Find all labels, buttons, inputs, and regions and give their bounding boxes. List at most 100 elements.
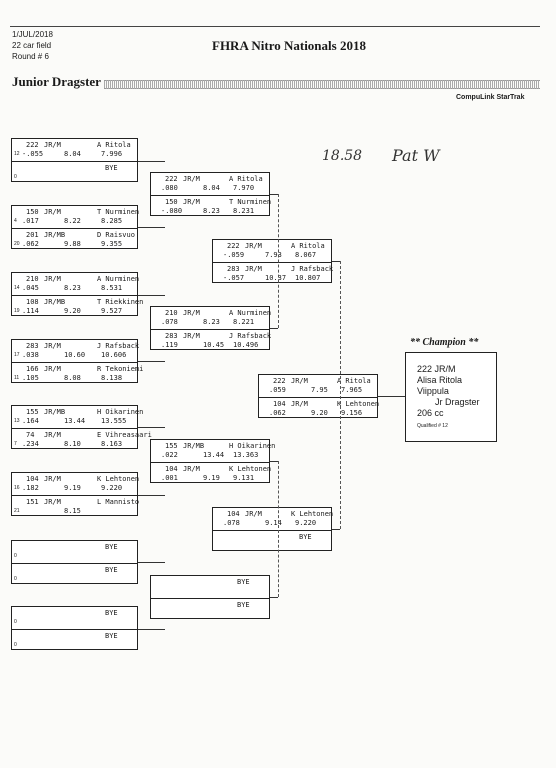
seed-number: 14	[14, 285, 20, 291]
driver-name: J Rafsback	[97, 342, 140, 350]
seed-number: 13	[14, 418, 20, 424]
driver-name: A Ritola	[229, 175, 263, 183]
reaction-time: .062	[269, 409, 286, 417]
handwritten-signature: Pat W	[392, 146, 440, 165]
car-number: 283	[227, 265, 240, 273]
slot-row-times	[151, 587, 269, 596]
car-class: JR/M	[291, 400, 308, 408]
car-class: JR/M	[44, 141, 61, 149]
connector-dash	[340, 261, 341, 529]
speed: 7.965	[341, 386, 363, 394]
speed: 9.355	[101, 240, 123, 248]
connector-dash	[278, 461, 279, 597]
seed-number: 11	[14, 375, 20, 381]
car-class: JR/M	[44, 431, 61, 439]
connector-line	[138, 562, 165, 563]
seed-number: 0	[14, 619, 17, 625]
driver-name: T Nurminen	[229, 198, 272, 206]
car-number: 155	[165, 442, 178, 450]
elapsed-time: 8.22	[64, 217, 81, 225]
slot-row-times	[151, 610, 269, 619]
car-number: 104	[165, 465, 178, 473]
bye-label: BYE	[299, 533, 312, 541]
speed: 13.555	[101, 417, 127, 425]
elapsed-time: 13.44	[64, 417, 86, 425]
elapsed-time: 9.19	[203, 474, 220, 482]
car-number: 201	[26, 231, 39, 239]
champion-driver: Alisa Ritola	[417, 375, 463, 385]
champion-qualified: Qualified # 12	[417, 423, 448, 429]
champion-car: 222 JR/M	[417, 364, 456, 374]
bye-label: BYE	[105, 164, 118, 172]
header-rule	[10, 26, 540, 27]
round-number: Round # 6	[12, 52, 49, 61]
car-number: 104	[273, 400, 286, 408]
slot-row-car: BYE	[151, 578, 269, 587]
seed-number: 12	[14, 151, 20, 157]
bye-label: BYE	[105, 566, 118, 574]
seed-number: 20	[14, 241, 20, 247]
car-class: JR/M	[44, 342, 61, 350]
champion-engine: 206 cc	[417, 408, 444, 418]
speed: 7.996	[101, 150, 123, 158]
connector-line	[378, 396, 405, 397]
driver-name: L Mannisto	[97, 498, 140, 506]
seed-number: 7	[14, 441, 17, 447]
elapsed-time: 8.08	[64, 374, 81, 382]
car-class: JR/M	[44, 275, 61, 283]
driver-name: A Ritola	[337, 377, 371, 385]
car-class: JR/M	[291, 377, 308, 385]
seed-number: 19	[14, 308, 20, 314]
elapsed-time: 9.20	[64, 307, 81, 315]
slot-row-times: 0	[12, 641, 137, 650]
connector-line	[138, 495, 165, 496]
car-number: 222	[165, 175, 178, 183]
car-class: JR/M	[245, 265, 262, 273]
driver-name: K Lehtonen	[337, 400, 380, 408]
connector-dash	[278, 194, 279, 328]
champion-box: 222 JR/M Alisa Ritola Viippula Jr Dragst…	[405, 352, 497, 442]
car-number: 151	[26, 498, 39, 506]
car-class: JR/M	[183, 332, 200, 340]
reaction-time: .078	[223, 519, 240, 527]
driver-name: H Oikarinen	[97, 408, 144, 416]
elapsed-time: 8.23	[203, 318, 220, 326]
seed-number: 16	[14, 485, 20, 491]
bye-label: BYE	[105, 632, 118, 640]
elapsed-time: 10.60	[64, 351, 86, 359]
